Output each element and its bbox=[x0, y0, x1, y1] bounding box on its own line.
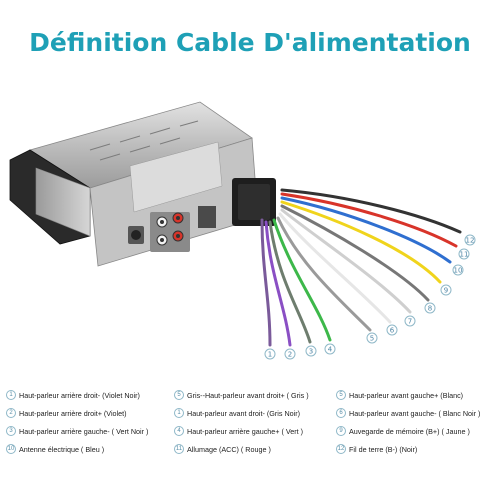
wire-violet-black bbox=[260, 218, 272, 347]
legend-text: Haut-parleur avant gauche+ (Blanc) bbox=[349, 390, 464, 400]
legend-number: 2 bbox=[6, 408, 16, 418]
legend-text: Haut-parleur arrière droit- (Violet Noir… bbox=[19, 390, 140, 400]
wire-labels: 1 2 3 4 5 6 7 8 9 10 11 12 bbox=[264, 234, 476, 360]
legend-text: Gris--Haut-parleur avant droit+ ( Gris ) bbox=[187, 390, 309, 400]
legend-number: 11 bbox=[174, 444, 184, 454]
legend-number: 10 bbox=[6, 444, 16, 454]
legend-number: 1 bbox=[6, 390, 16, 400]
car-radio-unit bbox=[9, 101, 276, 267]
wire-white bbox=[278, 212, 392, 324]
legend-text: Antenne électrique ( Bleu ) bbox=[19, 444, 105, 454]
page-title: Définition Cable D'alimentation bbox=[29, 28, 471, 57]
legend-text: Auvegarde de mémoire (B+) ( Jaune ) bbox=[349, 426, 470, 436]
wires bbox=[260, 188, 462, 347]
wiring-harness-plug bbox=[232, 178, 276, 226]
wire-label-10: 10 bbox=[454, 267, 463, 275]
legend-number: 9 bbox=[336, 426, 346, 436]
legend-text: Haut-parleur avant droit- (Gris Noir) bbox=[187, 408, 301, 418]
wire-green-black bbox=[268, 220, 312, 344]
wire-label-12: 12 bbox=[466, 237, 475, 245]
wire-label-5: 5 bbox=[370, 335, 374, 343]
legend-text: Fil de terre (B-) (Noir) bbox=[349, 444, 418, 454]
legend-number: 5 bbox=[174, 390, 184, 400]
legend-text: Haut-parleur avant gauche- ( Blanc Noir … bbox=[349, 408, 481, 418]
legend-number: 6 bbox=[336, 408, 346, 418]
legend-text: Allumage (ACC) ( Rouge ) bbox=[187, 444, 271, 454]
wire-red bbox=[280, 192, 458, 248]
top-vents bbox=[89, 120, 199, 161]
wire-yellow bbox=[280, 200, 442, 284]
wire-label-9: 9 bbox=[444, 287, 448, 295]
wire-label-4: 4 bbox=[328, 346, 333, 354]
wire-white-black bbox=[280, 208, 412, 314]
legend-number: 12 bbox=[336, 444, 346, 454]
legend-number: 3 bbox=[6, 426, 16, 436]
wire-label-6: 6 bbox=[390, 327, 395, 335]
legend-text: Haut-parleur arrière droit+ (Violet) bbox=[19, 408, 127, 418]
antenna-connector bbox=[128, 226, 144, 244]
wire-label-2: 2 bbox=[288, 351, 292, 359]
legend-number: 1 bbox=[174, 408, 184, 418]
wire-label-11: 11 bbox=[460, 251, 469, 259]
legend-number: 4 bbox=[174, 426, 184, 436]
legend-number: 5 bbox=[336, 390, 346, 400]
legend-text: Haut-parleur arrière gauche+ ( Vert ) bbox=[187, 426, 304, 436]
wire-violet bbox=[264, 220, 292, 347]
wire-label-3: 3 bbox=[309, 348, 313, 356]
wire-black bbox=[280, 188, 462, 234]
legend-text: Haut-parleur arrière gauche- ( Vert Noir… bbox=[19, 426, 149, 436]
usb-connector bbox=[198, 206, 216, 228]
wire-label-1: 1 bbox=[268, 351, 272, 359]
wire-gray bbox=[276, 216, 372, 332]
wire-gray-black bbox=[280, 204, 430, 302]
wire-label-7: 7 bbox=[408, 318, 412, 326]
rca-jacks bbox=[150, 212, 190, 252]
wire-label-8: 8 bbox=[428, 305, 432, 313]
spec-sticker bbox=[129, 141, 223, 213]
wire-green bbox=[272, 218, 332, 342]
wire-blue bbox=[280, 196, 452, 264]
